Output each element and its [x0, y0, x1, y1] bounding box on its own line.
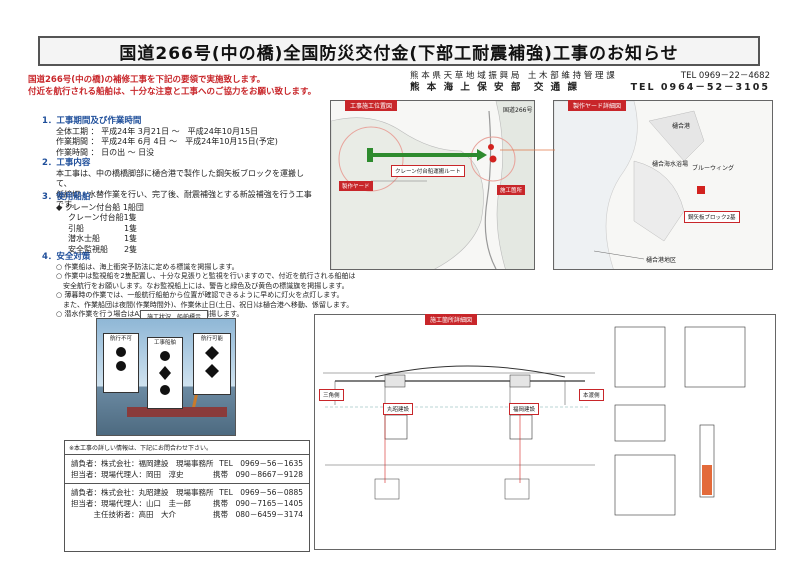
- sign-work-vessel: 工事船舶: [147, 337, 183, 409]
- section-heading: 3．使用船舶: [42, 192, 91, 202]
- section-line: ○ 作業中は監視船を2隻配置し、十分な見張りと監視を行いますので、付近を航行され…: [56, 272, 356, 280]
- sign-navigable: 航行可能: [193, 333, 231, 395]
- contact-line: 担当者：現場代理人：岡田 淳史 携帯 090－8667－9128: [65, 469, 309, 480]
- construction-detail: 施工箇所詳細図 三角側 本渡側 丸昭建設 福岡建設: [314, 314, 776, 550]
- section-heading: 1．工事期間及び作業時間: [42, 116, 142, 126]
- contact-right: TEL 0969－56－0885: [219, 488, 303, 497]
- section-line: また、作業船団は夜間(作業時間外)、作業休止日(土日、祝日)は樋合港へ移動、係留…: [56, 300, 354, 309]
- intro-line-1: 国道266号(中の橋)の補修工事を下記の要領で実施致します。: [28, 75, 266, 85]
- location-map: 工事施工位置図 製作ヤード クレーン付台船運搬ルート 施工箇所 国道266号: [330, 100, 535, 270]
- section-heading: 2．工事内容: [42, 158, 91, 168]
- yard-detail-drawing: [554, 101, 705, 269]
- section-line: ○ 薄暮時の作業では、一般航行船舶から位置が確認できるように早めに灯火を点灯しま…: [56, 291, 344, 299]
- contact-right: 携帯 080－6459－3174: [213, 510, 303, 519]
- contact-line: 請負者：株式会社：丸昭建設 現場事務所 TEL 0969－56－0885: [65, 487, 309, 498]
- contact-left: 担当者：現場代理人：岡田 淳史: [71, 470, 184, 479]
- location-map-drawing: [331, 101, 534, 269]
- yard-detail-map: 製作ヤード詳細図 鋼矢板ブロック2基 樋合港地区 樋合港 樋合海水浴場 ブルーウ…: [553, 100, 773, 270]
- sign-label: 航行可能: [200, 336, 223, 342]
- contractor-mark: 丸昭建設: [383, 403, 414, 415]
- section-line: 作業期間 ： 平成24年 6月 4日 ～ 平成24年10月15日(予定): [56, 137, 278, 146]
- contact-line: 主任技術者：高田 大介 携帯 080－6459－3174: [65, 509, 309, 520]
- section-line: 作業時間 ： 日の出 ～ 日没: [56, 147, 155, 157]
- yard-label: 製作ヤード: [339, 181, 373, 191]
- intro-line-2: 付近を航行される船舶は、十分な注意と工事へのご協力をお願い致します。: [28, 87, 317, 97]
- contact-right: 携帯 090－8667－9128: [213, 470, 303, 479]
- inquiry-box: ※本工事の詳しい情報は、下記にお問合わせ下さい。 請負者：株式会社：福岡建設 現…: [64, 440, 310, 552]
- connector-arrow: [500, 149, 555, 151]
- side-label: 本渡側: [579, 389, 604, 401]
- site-label: 施工箇所: [497, 185, 526, 195]
- section-vessels: 3．使用船舶 ◆ クレーン付台船 1船団 クレーン付台船1隻 引船 1隻 潜水士…: [42, 192, 242, 255]
- crane-photo: 航行不可 工事船舶 航行可能: [96, 318, 236, 436]
- section-schedule: 1．工事期間及び作業時間 全体工期 ： 平成24年 3月21日 ～ 平成24年1…: [42, 116, 302, 158]
- contact-tel: TEL 0964－52－3105: [630, 82, 770, 93]
- place-label: ブルーウィング: [692, 165, 735, 172]
- contractor-group: 請負者：株式会社：丸昭建設 現場事務所 TEL 0969－56－0885 担当者…: [65, 483, 309, 520]
- contact-left: 請負者：株式会社：丸昭建設 現場事務所: [71, 488, 214, 497]
- route-label: クレーン付台船運搬ルート: [391, 165, 465, 177]
- contact-row: 熊 本 海 上 保 安 部 交 通 課 TEL 0964－52－3105: [410, 82, 770, 94]
- contact-line: 担当者：現場代理人：山口 圭一郎 携帯 090－7165－1405: [65, 498, 309, 509]
- detail-tag: 施工箇所詳細図: [425, 314, 478, 325]
- place-label: 樋合港: [672, 123, 691, 130]
- page-title: 国道266号(中の橋)全国防災交付金(下部工耐震補強)工事のお知らせ: [38, 36, 760, 66]
- map-tag: 製作ヤード詳細図: [568, 100, 627, 111]
- section-content: 2．工事内容 本工事は、中の橋橋脚部に樋合港で製作した鋼矢板ブロックを運搬して、…: [42, 158, 312, 211]
- port-label: 樋合港地区: [646, 257, 677, 264]
- map-tag: 工事施工位置図: [345, 100, 398, 111]
- section-line: 全体工期 ： 平成24年 3月21日 ～ 平成24年10月15日: [56, 126, 259, 136]
- sign-label: 航行不可: [109, 336, 132, 342]
- diamond-shapes-icon: [205, 346, 219, 378]
- sign-label: 工事船舶: [153, 340, 176, 346]
- contractor-mark: 福岡建設: [509, 403, 540, 415]
- contact-left: 主任技術者：高田 大介: [71, 510, 176, 519]
- contact-tel: TEL 0969－22－4682: [680, 71, 770, 81]
- contact-row: 熊 本 県 天 草 地 域 振 興 局 土 木 部 維 持 管 理 課 TEL …: [410, 70, 770, 82]
- section-heading: 4．安全対策: [42, 252, 91, 262]
- section-line: 本工事は、中の橋橋脚部に樋合港で製作した鋼矢板ブロックを運搬して、: [56, 168, 304, 189]
- section-line: 引船 1隻: [68, 223, 138, 233]
- section-line: 安全監視船 2隻: [68, 244, 138, 254]
- section-line: 仮締切・水替作業を行い、完了後、耐震補強とする新設補強を行う工事です。: [56, 189, 312, 210]
- bridge-drawing: [323, 326, 746, 516]
- contact-left: 請負者：株式会社：福岡建設 現場事務所: [71, 459, 214, 468]
- road-label: 国道266号: [503, 107, 533, 114]
- section-line: ○ 作業船は、海上衝突予防法に定める標識を掲揚します。: [56, 262, 239, 271]
- section-line: 安全航行をお願いします。なお監視船上には、警告と緑色及び黄色の標識旗を掲揚します…: [56, 281, 349, 290]
- side-label: 三角側: [319, 389, 344, 401]
- intro-text: 国道266号(中の橋)の補修工事を下記の要領で実施致します。 付近を航行される船…: [28, 74, 318, 98]
- contact-left: 担当者：現場代理人：山口 圭一郎: [71, 499, 191, 508]
- inquiry-header: ※本工事の詳しい情報は、下記にお問合わせ下さい。: [65, 441, 309, 455]
- contractor-group: 請負者：株式会社：福岡建設 現場事務所 TEL 0969－56－1635 担当者…: [65, 455, 309, 480]
- block-label: 鋼矢板ブロック2基: [684, 211, 740, 223]
- section-line: ◆ クレーン付台船 1船団: [56, 202, 144, 212]
- section-line: 潜水士船 1隻: [68, 234, 138, 243]
- contact-org: 熊 本 県 天 草 地 域 振 興 局 土 木 部 維 持 管 理 課: [410, 71, 615, 81]
- ball-shapes-icon: [116, 347, 126, 371]
- contact-right: 携帯 090－7165－1405: [213, 499, 303, 508]
- place-label: 樋合海水浴場: [652, 161, 689, 168]
- contact-right: TEL 0969－56－1635: [219, 459, 303, 468]
- ball-diamond-ball-icon: [159, 351, 171, 395]
- contact-line: 請負者：株式会社：福岡建設 現場事務所 TEL 0969－56－1635: [65, 458, 309, 469]
- sign-no-navigation: 航行不可: [103, 333, 139, 393]
- contact-org: 熊 本 海 上 保 安 部 交 通 課: [410, 82, 579, 93]
- section-line: クレーン付台船1隻: [68, 213, 137, 222]
- contact-header: 熊 本 県 天 草 地 域 振 興 局 土 木 部 維 持 管 理 課 TEL …: [410, 70, 770, 94]
